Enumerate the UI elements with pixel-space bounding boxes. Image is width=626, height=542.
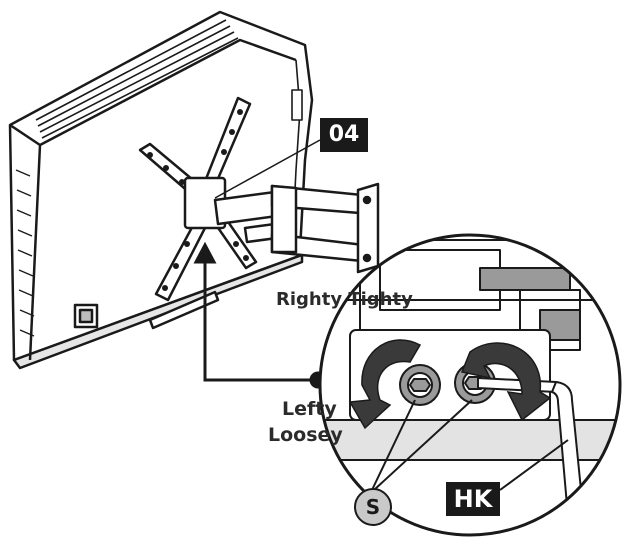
tv-vent-grille (35, 19, 239, 139)
tv-back-panel (8, 10, 314, 370)
lefty-label: Lefty (282, 398, 337, 420)
screw-callout-badge: S (354, 488, 392, 526)
righty-tighty-label: Righty Tighty (276, 289, 413, 310)
vesa-mount-plate (138, 96, 258, 302)
loosey-label: Loosey (268, 424, 343, 446)
callout-leaders (371, 399, 569, 491)
step-number-badge: 04 (320, 118, 368, 152)
counter-clockwise-arrow-icon (348, 339, 422, 430)
hex-key-callout-badge: HK (446, 482, 500, 516)
tv-slot (148, 290, 220, 330)
step-leader-line (214, 139, 321, 199)
clockwise-arrow-icon (460, 342, 552, 422)
rotation-arrows (348, 339, 552, 430)
tv-side-ribs (15, 169, 35, 337)
swing-arm (213, 182, 380, 274)
screw-left (399, 364, 441, 406)
